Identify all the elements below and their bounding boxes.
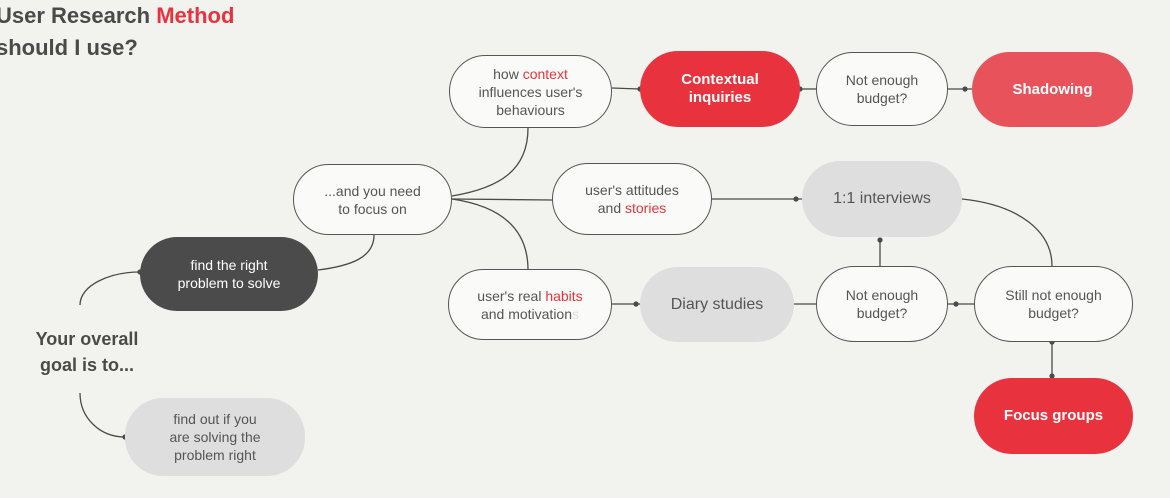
node-text: find the right — [190, 257, 268, 273]
node-text: find out if you — [173, 411, 257, 427]
title-line1-prefix: User Research — [0, 3, 157, 28]
node-text: are solving the — [169, 429, 261, 445]
connector-interviews-to-still — [961, 198, 1053, 267]
connector-focus-to-context — [451, 127, 529, 197]
node-text: to focus on — [338, 200, 407, 217]
node-text: Shadowing — [1012, 80, 1093, 98]
node-text: user's attitudes — [585, 182, 679, 198]
node-contextual-inquiries: Contextual inquiries — [640, 51, 800, 127]
node-diary-studies: Diary studies — [640, 267, 794, 342]
node-text: 1:1 interviews — [833, 190, 931, 207]
node-text: and motivation — [480, 305, 573, 322]
connector-goal-to-right-problem — [79, 271, 141, 306]
node-interviews: 1:1 interviews — [802, 161, 962, 237]
node-text: inquiries — [688, 89, 752, 106]
node-not-enough-budget-top: Not enough budget? — [816, 52, 948, 126]
node-text: budget? — [856, 305, 908, 321]
node-still-not-enough: Still not enough budget? — [974, 266, 1133, 342]
arrow-dot — [1049, 373, 1055, 379]
title-line2: should I use? — [0, 35, 138, 60]
node-text: Focus groups — [1003, 407, 1104, 424]
node-text: Not enough — [845, 287, 919, 303]
node-text-accent: context — [522, 65, 568, 82]
connector-focus-to-habits — [451, 198, 529, 271]
node-text: Diary studies — [670, 295, 764, 313]
node-not-enough-budget-mid: Not enough budget? — [816, 266, 948, 342]
connector-goal-to-solving-right — [79, 392, 126, 438]
node-text: behaviours — [496, 101, 565, 118]
arrow-dot — [953, 301, 959, 307]
page-title: User Research Method should I use? — [0, 0, 234, 64]
node-attitudes: user's attitudes and stories — [552, 163, 712, 235]
arrow-dot — [633, 301, 639, 307]
node-text-faint: s — [572, 305, 580, 322]
node-and-you-need: ...and you need to focus on — [293, 164, 452, 235]
node-text: how — [493, 65, 523, 82]
node-text: user's real — [477, 287, 546, 304]
goal-line2: goal is to... — [39, 355, 134, 375]
connector-problem-to-focus — [317, 234, 375, 271]
arrow-dot — [793, 196, 799, 202]
node-text: and — [597, 200, 625, 216]
arrow-dot — [877, 237, 883, 243]
node-shadowing: Shadowing — [972, 52, 1133, 127]
node-text: Still not enough — [1005, 287, 1102, 303]
node-text: Not enough — [845, 72, 919, 88]
node-text: budget? — [1028, 305, 1079, 321]
goal-label: Your overall goal is to... — [12, 326, 162, 378]
node-how-context: how context influences user's behaviours — [449, 55, 612, 128]
node-text-accent: stories — [625, 200, 667, 216]
goal-line1: Your overall — [35, 329, 139, 349]
arrow-dot — [962, 86, 968, 92]
node-find-out-solving: find out if you are solving the problem … — [125, 398, 305, 476]
node-text: Contextual — [681, 71, 759, 88]
node-text: ...and you need — [324, 182, 421, 199]
node-focus-groups: Focus groups — [974, 378, 1133, 454]
node-text: problem to solve — [177, 275, 281, 291]
title-line1-accent: Method — [156, 3, 235, 28]
node-find-right-problem: find the right problem to solve — [140, 237, 318, 311]
connector-focus-to-attitudes — [451, 198, 553, 201]
node-text-accent: habits — [545, 287, 583, 304]
node-text: problem right — [174, 447, 256, 463]
connector-context-to-contextual — [611, 87, 641, 90]
node-real-habits: user's real habits and motivations — [448, 269, 612, 340]
node-text: influences user's — [478, 83, 583, 100]
node-text: budget? — [856, 90, 908, 106]
